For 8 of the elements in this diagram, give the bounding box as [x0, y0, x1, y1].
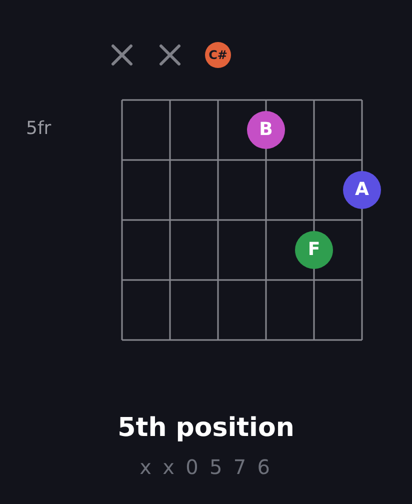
- note-label: F: [308, 241, 320, 259]
- chord-title: 5th position: [118, 412, 294, 445]
- open-string-marker: [205, 42, 231, 68]
- fret-number: 5fr: [26, 118, 52, 139]
- note-label: A: [355, 181, 369, 199]
- fingering-text: x x 0 5 7 6: [140, 454, 272, 481]
- note-label: B: [259, 121, 273, 139]
- note-label: C#: [208, 49, 228, 61]
